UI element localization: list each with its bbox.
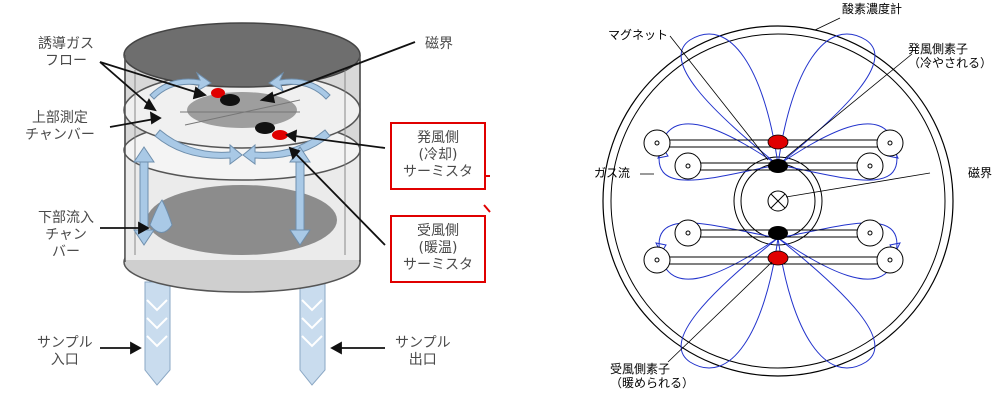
oxygen-meter-schematic <box>602 17 954 377</box>
label-heating-element: 発風側素子 （冷やされる） <box>908 42 993 70</box>
label-induced-gas-flow: 誘導ガス フロー <box>38 36 94 69</box>
label-magnetic-field-right: 磁界 <box>968 166 993 180</box>
label-gas-flow: ガス流 <box>594 166 631 180</box>
label-lower-chamber: 下部流入 チャン バー <box>38 210 94 260</box>
label-magnetic-field-left: 磁界 <box>425 36 453 52</box>
sample-pipes <box>144 281 326 386</box>
sensor-elements <box>180 88 301 140</box>
heating-thermistor-box: 発風側 (冷却) サーミスタ <box>390 122 486 190</box>
left-diagram: 誘導ガス フロー 磁界 上部測定 チャンバー 下部流入 チャン バー サンプル … <box>0 0 500 394</box>
housing <box>602 25 954 377</box>
label-receiving-element: 受風側素子 （暖められる） <box>610 362 695 390</box>
label-oxygen-meter: 酸素濃度計 <box>842 2 903 16</box>
label-magnet: マグネット <box>608 28 669 42</box>
sensor-elements <box>767 134 789 266</box>
label-sample-inlet: サンプル 入口 <box>37 335 93 368</box>
analyzer-cutaway-illustration <box>99 22 491 386</box>
label-receiving-thermistor: 受風側 (暖温) サーミスタ <box>403 223 473 273</box>
leader-lines <box>640 17 931 363</box>
leader-lines <box>99 41 416 355</box>
right-diagram: 酸素濃度計 マグネット 発風側素子 （冷やされる） ガス流 磁界 受風側素子 （… <box>590 0 1008 394</box>
label-sample-outlet: サンプル 出口 <box>395 335 451 368</box>
receiving-thermistor-box: 受風側 (暖温) サーミスタ <box>390 215 486 283</box>
label-upper-chamber: 上部測定 チャンバー <box>25 110 95 143</box>
label-heating-thermistor: 発風側 (冷却) サーミスタ <box>403 130 473 180</box>
cylinder-body <box>123 22 361 293</box>
